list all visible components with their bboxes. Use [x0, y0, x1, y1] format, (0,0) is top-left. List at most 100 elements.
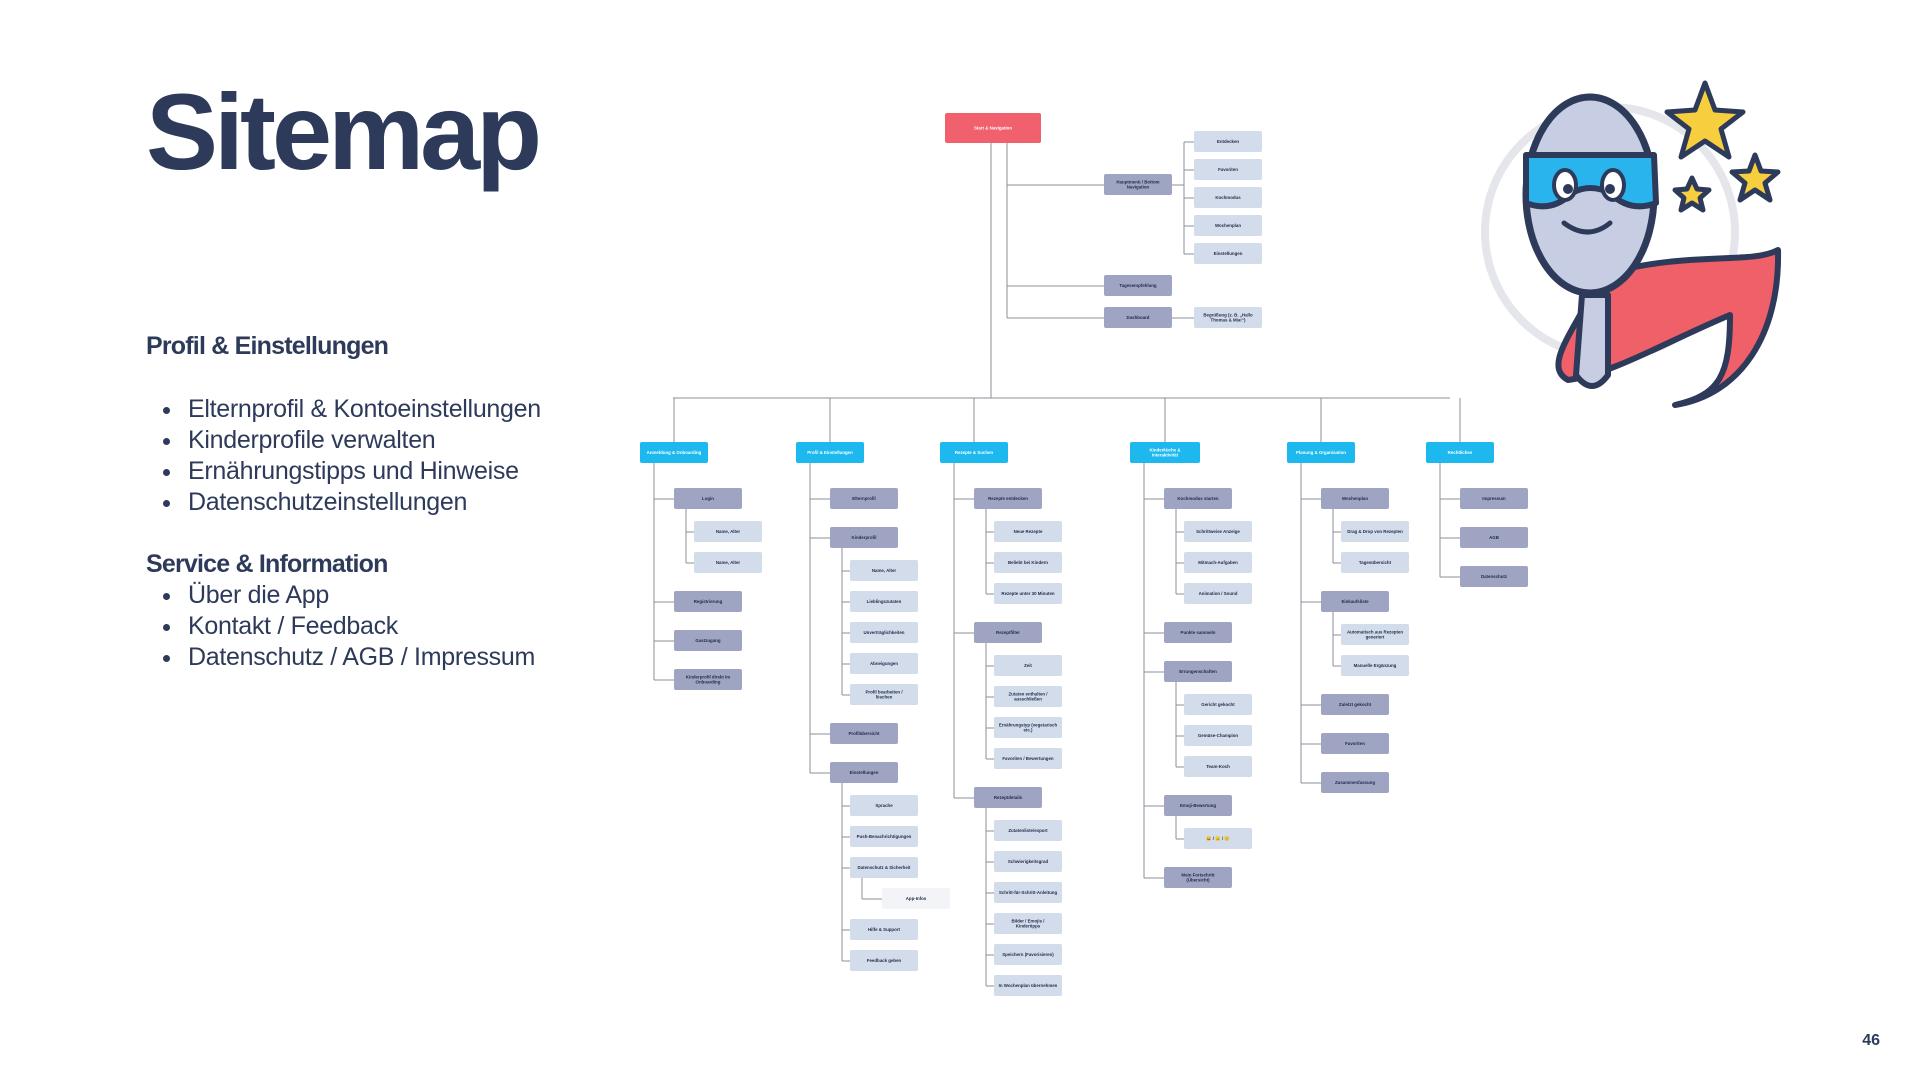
sitemap-item-node-box [1321, 591, 1389, 612]
sitemap-child-node: Name, Alter [694, 552, 762, 573]
sitemap-child-node: Abneigungen [850, 653, 918, 674]
sitemap-category-node: Rechtliches [1426, 442, 1494, 463]
sitemap-item-node-label: Datenschutz [1481, 574, 1508, 579]
sitemap-child-node: Schwierigkeitsgrad [994, 851, 1062, 872]
smile [1561, 220, 1613, 235]
sitemap-item-node-label: Zusammenfassung [1335, 780, 1375, 785]
sitemap-child-node: Mitmach-Aufgaben [1184, 552, 1252, 573]
sitemap-child-node: Favoriten / Bewertungen [994, 748, 1062, 769]
sitemap-item-node-label: Einstellungen [850, 770, 879, 775]
sitemap-child-node-label: Gericht gekocht [1201, 702, 1235, 707]
sitemap-child-node-box [994, 851, 1062, 872]
sitemap-item-node-label: Kochmodus starten [1177, 496, 1219, 501]
sitemap-item-node: Kochmodus starten [1164, 488, 1232, 509]
sitemap-child-node-label: Feedback geben [867, 958, 902, 963]
sitemap-child-node-label: Drag & Drop von Rezepten [1347, 529, 1403, 534]
sitemap-child-node-box [1184, 828, 1252, 849]
sitemap-category-node-box [640, 442, 708, 463]
sitemap-child-node-label: Name, Alter [872, 568, 897, 573]
sitemap-item-node: Registrierung [674, 591, 742, 612]
sitemap-item-node-label: Favoriten [1345, 741, 1365, 746]
sitemap-child-node-label: Rezepte unter 30 Minuten [1001, 591, 1055, 596]
sitemap-item-node-box [674, 591, 742, 612]
sitemap-child-node: Name, Alter [850, 560, 918, 581]
sitemap-item-node-label: Errungenschaften [1179, 669, 1217, 674]
sitemap-item-node: Gastzugang [674, 630, 742, 651]
sitemap-item-node: Wochenplan [1321, 488, 1389, 509]
sitemap-item-node-label: Login [702, 496, 714, 501]
spoon-hero-mascot [1481, 80, 1782, 408]
sitemap-item-node-label: Registrierung [694, 599, 723, 604]
sitemap-category-node-label: Planung & Organisation [1296, 450, 1346, 455]
bullet-item: Datenschutz / AGB / Impressum [184, 642, 535, 673]
sitemap-item-node-box [674, 669, 742, 690]
sitemap-category-node-label: Profil & Einstellungen [807, 450, 853, 455]
sitemap-child-node: Unverträglichkeiten [850, 622, 918, 643]
bullet-item: Kontakt / Feedback [184, 611, 535, 642]
star-large-icon [1664, 80, 1746, 160]
sitemap-child-node-box [850, 919, 918, 940]
sitemap-child-node-box [1341, 552, 1409, 573]
sitemap-item-node-label: Mein Fortschritt [1181, 873, 1215, 878]
sitemap-child-node: Neue Rezepte [994, 521, 1062, 542]
sitemap-top-node: Tagesempfehlung [1104, 275, 1172, 296]
sitemap-item-node-box [1460, 566, 1528, 587]
sitemap-child-node: Datenschutz & Sicherheit [850, 857, 918, 878]
sitemap-child-node-label: Tagesübersicht [1359, 560, 1392, 565]
sitemap-child-node: Drag & Drop von Rezepten [1341, 521, 1409, 542]
sitemap-child-node-box [850, 591, 918, 612]
sitemap-item-node-label: Rezeptdetails [994, 795, 1023, 800]
sitemap-category-node-label: Rezepte & Suchen [955, 450, 994, 455]
sitemap-top-child-node: Entdecken [1194, 131, 1262, 152]
sitemap-top-child-node-label: Entdecken [1217, 139, 1240, 144]
sitemap-child-node-label: Schwierigkeitsgrad [1008, 859, 1049, 864]
sitemap-deep-node-label: App-Infos [906, 896, 927, 901]
sitemap-child-node: Speichern (Favorisieren) [994, 944, 1062, 965]
sitemap-child-node-label: Automatisch aus Rezepten [1347, 630, 1403, 635]
sitemap-item-node-label: Emoji-Bewertung [1180, 803, 1216, 808]
sitemap-item-node-box [974, 787, 1042, 808]
sitemap-child-node: Profil bearbeiten /löschen [850, 684, 918, 705]
sitemap-item-node: Rezeptfilter [974, 622, 1042, 643]
sitemap-category-node-box [1130, 442, 1200, 463]
profile-bullet-list: Elternprofil & Kontoeinstellungen Kinder… [164, 394, 541, 518]
star-small-icon [1672, 175, 1712, 213]
sitemap-child-node-label: generiert [1366, 635, 1385, 640]
sitemap-top-child-node-label: Einstellungen [1214, 251, 1243, 256]
sitemap-deep-node-box [882, 888, 950, 909]
sitemap-item-node-label: Impressum [1482, 496, 1506, 501]
sitemap-child-node-label: Animation / Sound [1199, 591, 1238, 596]
sitemap-child-node-label: In Wochenplan übernehmen [999, 983, 1058, 988]
sitemap-child-node-label: Name, Alter [716, 529, 741, 534]
sitemap-child-node: Bilder / Emojis /Kindertipps [994, 913, 1062, 934]
sitemap-item-node-box [1164, 488, 1232, 509]
sitemap-child-node: Gemüse-Champion [1184, 725, 1252, 746]
sitemap-child-node-box [994, 583, 1062, 604]
sitemap-child-node-box [1341, 655, 1409, 676]
sitemap-child-node-box [994, 717, 1062, 738]
service-bullet-list: Über die App Kontakt / Feedback Datensch… [164, 580, 535, 673]
sitemap-item-node: Kinderprofil [830, 527, 898, 548]
sitemap-top-child-node-label: Kochmodus [1215, 195, 1241, 200]
sitemap-child-node-label: Ernährungstyp (vegetarisch [999, 723, 1058, 728]
sitemap-item-node-box [830, 723, 898, 744]
sitemap-item-node-box [830, 488, 898, 509]
sitemap-child-node: Tagesübersicht [1341, 552, 1409, 573]
sitemap-child-node-box [850, 653, 918, 674]
sitemap-child-node-label: etc.) [1023, 728, 1033, 733]
sitemap-child-node-box [850, 622, 918, 643]
sitemap-child-node-box [694, 521, 762, 542]
sitemap-child-node: Rezepte unter 30 Minuten [994, 583, 1062, 604]
sitemap-item-node-box [974, 488, 1042, 509]
sitemap-top-child-node-box [1194, 131, 1262, 152]
sitemap-category-node: Anmeldung & Onboarding [640, 442, 708, 463]
sitemap-child-node-label: Name, Alter [716, 560, 741, 565]
sitemap-child-node: Schritt-für-Schritt-Anleitung [994, 882, 1062, 903]
sitemap-category-node-label: Anmeldung & Onboarding [647, 450, 702, 455]
sitemap-child-node-box [850, 795, 918, 816]
sitemap-child-node-label: Manuelle Ergänzung [1354, 663, 1397, 668]
sitemap-child-node-box [1184, 694, 1252, 715]
sitemap-item-node-label: Wochenplan [1342, 496, 1368, 501]
bullet-item: Über die App [184, 580, 535, 611]
